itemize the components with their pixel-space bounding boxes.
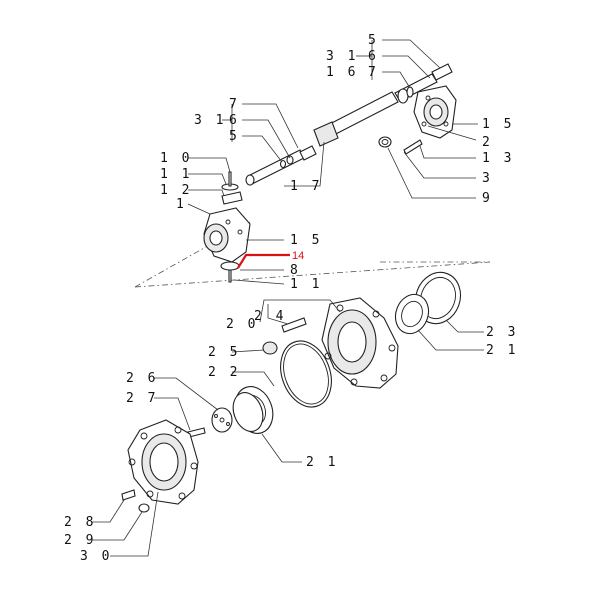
thrust-washer [211, 407, 233, 433]
shaft-flange [313, 121, 339, 147]
label-15-left: 1 5 [290, 233, 322, 248]
label-14: 14 [292, 250, 304, 262]
wheel-hub [321, 297, 399, 389]
label-24: 2 4 [254, 309, 286, 324]
label-11-bottom: 1 1 [290, 277, 322, 292]
label-15-right: 1 5 [482, 117, 514, 132]
o-ring [280, 340, 332, 408]
seal-ring-9 [378, 136, 392, 148]
label-1: 1 [176, 197, 187, 212]
label-26: 2 6 [126, 371, 158, 386]
callout-labels: 5 3 1 6 1 6 7 7 3 1 6 5 1 5 2 1 3 3 9 1 … [64, 33, 518, 564]
label-9: 9 [482, 191, 493, 206]
label-3: 3 [482, 171, 493, 186]
hub-cover [127, 419, 199, 505]
bushing-and-pin [262, 317, 307, 355]
label-25: 2 5 [208, 345, 240, 360]
label-6-mid: 6 [229, 113, 240, 128]
label-20: 2 0 [226, 317, 258, 332]
plug-29 [138, 503, 150, 513]
label-8: 8 [290, 263, 301, 278]
label-5-top: 5 [368, 33, 379, 48]
label-5-mid: 5 [229, 129, 240, 144]
screw-28 [121, 489, 136, 501]
ring-and-bearing [394, 271, 462, 335]
label-31-mid: 3 1 [194, 113, 226, 128]
label-7-mid: 7 [229, 97, 240, 112]
highlight-part-14: 14 [237, 250, 304, 269]
right-knuckle [378, 85, 457, 155]
label-13: 1 3 [482, 151, 514, 166]
lower-bearing [232, 386, 274, 434]
label-27: 2 7 [126, 391, 158, 406]
label-21-bottom: 2 1 [306, 455, 338, 470]
label-11-top: 1 1 [160, 167, 192, 182]
label-30: 3 0 [80, 549, 112, 564]
leader-lines [92, 39, 484, 557]
label-6-top: 6 [368, 49, 379, 64]
label-12: 1 2 [160, 183, 192, 198]
label-29: 2 9 [64, 533, 96, 548]
label-28: 2 8 [64, 515, 96, 530]
label-7-top: 7 [368, 65, 379, 80]
label-23: 2 3 [486, 325, 518, 340]
label-31-top: 3 1 [326, 49, 358, 64]
knuckle-bolt [403, 139, 423, 155]
label-16-top: 1 6 [326, 65, 358, 80]
label-2: 2 [482, 135, 493, 150]
upper-shaft [245, 63, 453, 186]
left-knuckle [203, 171, 251, 283]
label-22: 2 2 [208, 365, 240, 380]
label-17: 1 7 [290, 179, 322, 194]
label-21-right: 2 1 [486, 343, 518, 358]
label-10: 1 0 [160, 151, 192, 166]
